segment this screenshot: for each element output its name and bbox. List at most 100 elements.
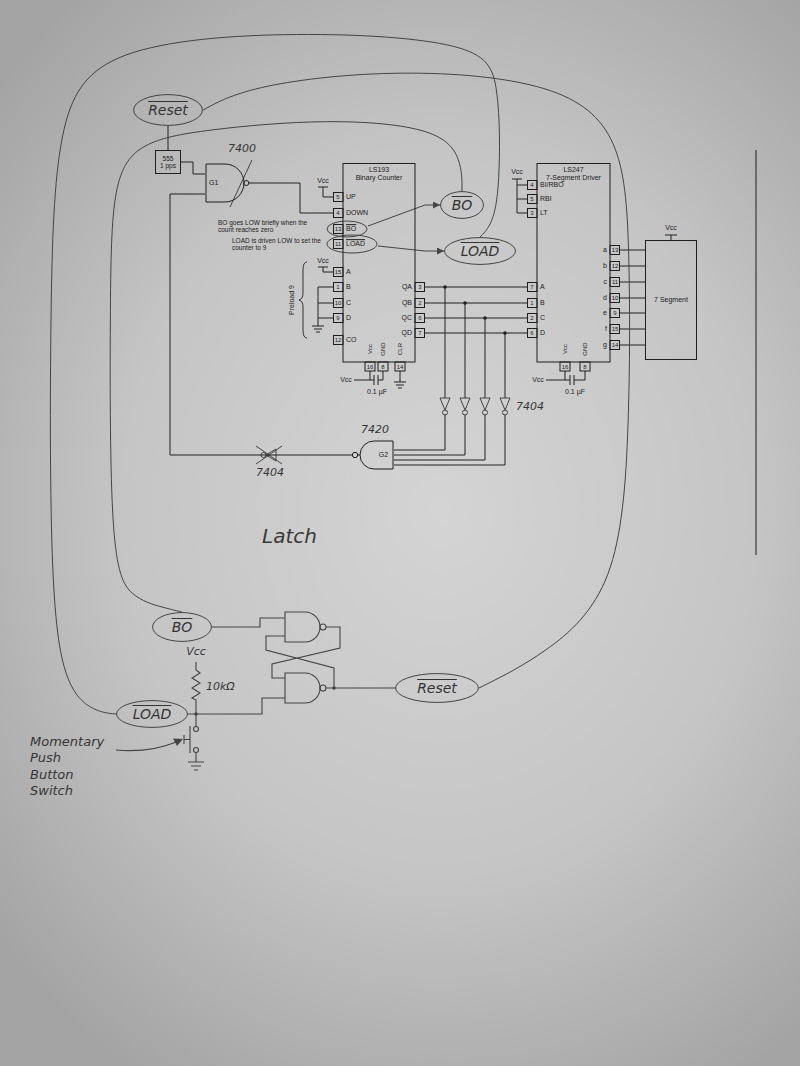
- label-holder: 9: [336, 315, 339, 321]
- pin-number: 7: [418, 330, 421, 336]
- pin-box: [334, 314, 344, 323]
- inverter-bubble: [443, 410, 448, 415]
- node-text: Binary Counter: [343, 174, 415, 182]
- label-holder: Vcc: [317, 177, 329, 185]
- wire: [620, 266, 645, 267]
- pin-name: GND: [380, 342, 387, 355]
- pin-name: C: [346, 299, 351, 307]
- label-holder: 11: [612, 279, 618, 285]
- label-holder: f: [605, 325, 607, 333]
- label-holder: B: [540, 299, 545, 307]
- pin-name: QA: [402, 283, 412, 291]
- junction-dots: [443, 285, 507, 335]
- node-text: BO: [172, 619, 193, 636]
- pin-name: LT: [540, 209, 548, 217]
- pin-number: 7: [530, 284, 533, 290]
- label-holder: Momentary Push Button Switch: [30, 734, 104, 799]
- wire: [425, 318, 527, 319]
- circled-pin: [327, 235, 377, 253]
- node-content: LOAD: [461, 243, 500, 260]
- signal-oval: BO: [440, 191, 484, 219]
- inverter-bubble: [463, 410, 468, 415]
- wire: [620, 250, 645, 251]
- pin-box: [415, 329, 425, 338]
- label-holder: 8: [381, 364, 384, 370]
- wire: [181, 162, 205, 174]
- pin-number: 8: [381, 364, 384, 370]
- preload-brace: [299, 262, 307, 338]
- pin-box: [334, 225, 344, 234]
- wire: [620, 282, 645, 283]
- pin-box: [580, 362, 590, 371]
- node-text: 555: [160, 155, 176, 162]
- label-holder: c: [604, 278, 608, 286]
- switch-contact: [194, 748, 199, 753]
- pin-name: Vcc: [665, 224, 677, 232]
- pin-number: 4: [530, 182, 533, 188]
- pin-number: 2: [418, 300, 421, 306]
- pin-number: 5: [336, 194, 339, 200]
- label-holder: Vcc: [665, 224, 677, 232]
- label-holder: 16: [562, 364, 569, 370]
- pin-number: 14: [397, 364, 404, 370]
- pin-box: [528, 329, 538, 338]
- label-holder: 12: [335, 337, 342, 343]
- handwritten-title: Latch: [262, 524, 317, 548]
- label-holder: e: [603, 309, 607, 317]
- label-holder: 15: [335, 269, 342, 275]
- pin-box: [610, 278, 620, 287]
- pin-number: 13: [612, 247, 619, 253]
- pencil-link: [110, 122, 462, 612]
- label-holder: Vcc: [511, 168, 523, 176]
- pin-number: 12: [335, 337, 342, 343]
- pin-name: Vcc: [317, 177, 329, 185]
- label-holder: a: [603, 246, 607, 254]
- oval-outline: [153, 613, 212, 642]
- pin-box: [334, 209, 344, 218]
- pin-name: 0.1 µF: [367, 388, 387, 396]
- handwritten-note: Momentary Push Button Switch: [30, 734, 104, 799]
- oval-outline: [134, 95, 203, 126]
- pin-box: [334, 283, 344, 292]
- pin-name: QD: [402, 329, 413, 337]
- pin-name: a: [603, 246, 607, 254]
- pin-name: c: [604, 278, 608, 286]
- pin-number: 11: [335, 241, 341, 247]
- signal-oval: BO: [152, 612, 212, 642]
- label-holder: g: [603, 341, 607, 349]
- pin-box: [334, 240, 344, 249]
- pin-number: 13: [335, 226, 342, 232]
- label-holder: GND: [380, 342, 387, 355]
- circled-pin: [327, 221, 367, 237]
- handwritten-note: Vcc: [186, 645, 206, 658]
- node-text: G2: [379, 451, 388, 459]
- label-holder: 1: [530, 300, 533, 306]
- pin-name: BI/RBO: [540, 181, 564, 189]
- label-holder: A: [540, 283, 545, 291]
- wire: [620, 329, 645, 330]
- pencil-link: [425, 251, 444, 252]
- pin-box: [528, 181, 538, 190]
- printed-wires: [312, 179, 677, 465]
- pin-number: 4: [336, 210, 339, 216]
- latch-dots: [173, 686, 336, 746]
- pin-box: [334, 336, 344, 345]
- label-holder: BO goes LOW briefly when the count reach…: [218, 219, 323, 234]
- label-holder: 9: [613, 310, 616, 316]
- nand-gate: G2: [352, 440, 394, 470]
- label-holder: 12: [612, 263, 619, 269]
- pin-number: 2: [530, 315, 533, 321]
- note-text: BO goes LOW briefly when the count reach…: [218, 219, 323, 234]
- node-content: 7 Segment: [654, 296, 688, 304]
- junction-dot: [332, 686, 336, 690]
- pin-box: [528, 299, 538, 308]
- gate-bubble: [352, 452, 357, 457]
- switch-symbol: [184, 714, 196, 762]
- pin-number: 3: [418, 284, 421, 290]
- seven-segment-display: 7 Segment: [645, 240, 697, 360]
- nand-gate: G1: [205, 160, 249, 206]
- pin-number: 15: [335, 269, 342, 275]
- leader-arrowhead: [173, 739, 183, 747]
